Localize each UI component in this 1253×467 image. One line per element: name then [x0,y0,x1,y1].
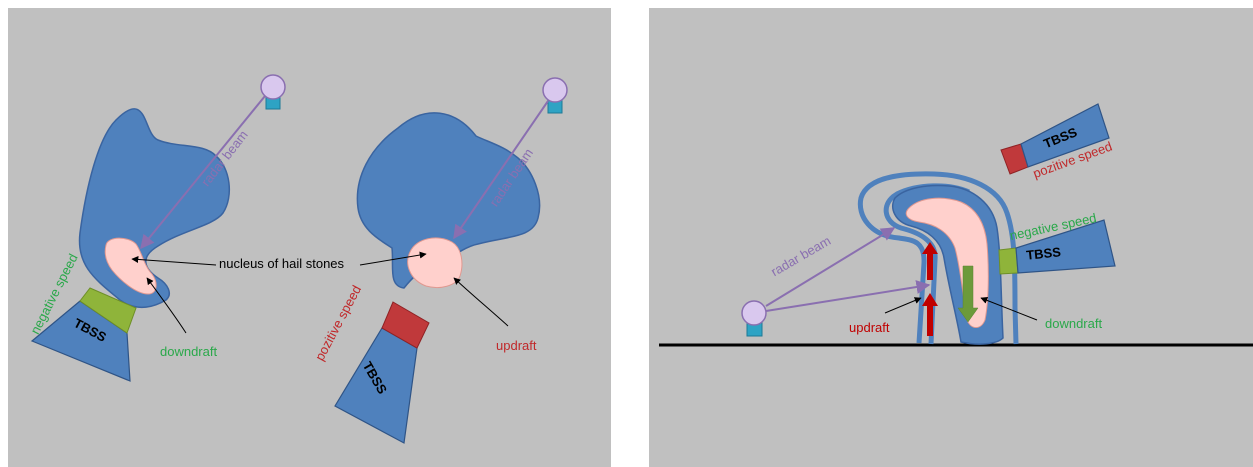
downdraft-arrow [957,265,979,323]
hail-core-left [104,237,157,295]
updraft-arrows [922,242,938,336]
downdraft-pointer [146,277,187,334]
downdraft-label: downdraft [160,344,217,359]
radar-beam-arrow-upper [765,227,896,307]
tbss-face-green [998,247,1019,275]
downdraft-label: downdraft [1045,316,1102,331]
left-diagram-panel: radar beam radar beam nucleus of hail st… [8,8,611,467]
radar-sphere-2 [542,77,568,103]
tbss-instrument-green: TBSS [998,219,1116,275]
left-diagram: radar beam radar beam nucleus of hail st… [27,74,568,444]
nucleus-pointer-right [359,251,427,266]
pozitive-speed-label-left: pozitive speed [312,283,364,363]
tbss-label-green: TBSS [1026,244,1062,263]
radar-beam-arrow-1 [140,95,266,250]
radar-beam-arrow-lower [765,280,931,312]
radar-station-1 [260,74,286,110]
updraft-arrow-upper [922,242,938,280]
updraft-pointer [453,277,509,327]
tbss-face-green [79,287,137,334]
right-diagram: radar beam updraft downdraft TBSS negati… [659,103,1253,347]
right-diagram-panel: radar beam updraft downdraft TBSS negati… [649,8,1253,467]
tbss-face-red [381,301,430,349]
radar-sphere-1 [260,74,286,100]
nucleus-pointer-left [131,255,217,266]
radar-station [741,300,767,337]
radar-beam-label: radar beam [768,233,833,279]
tbss-instrument-1: TBSS [30,287,137,382]
tbss-body-green [1015,219,1116,274]
tbss-body-red [1020,103,1110,168]
updraft-pointer [884,297,922,314]
radar-beam-arrow-2 [453,100,549,240]
nucleus-label: nucleus of hail stones [219,256,345,271]
hail-core-right [407,237,463,289]
updraft-label: updraft [496,338,537,353]
radar-sphere [741,300,767,326]
updraft-arrow-lower [922,293,938,336]
radar-station-2 [542,77,568,114]
updraft-label: updraft [849,320,890,335]
cloud-outer-outline [857,171,1019,345]
downdraft-pointer [980,297,1038,321]
tbss-instrument-2: TBSS [334,301,430,444]
